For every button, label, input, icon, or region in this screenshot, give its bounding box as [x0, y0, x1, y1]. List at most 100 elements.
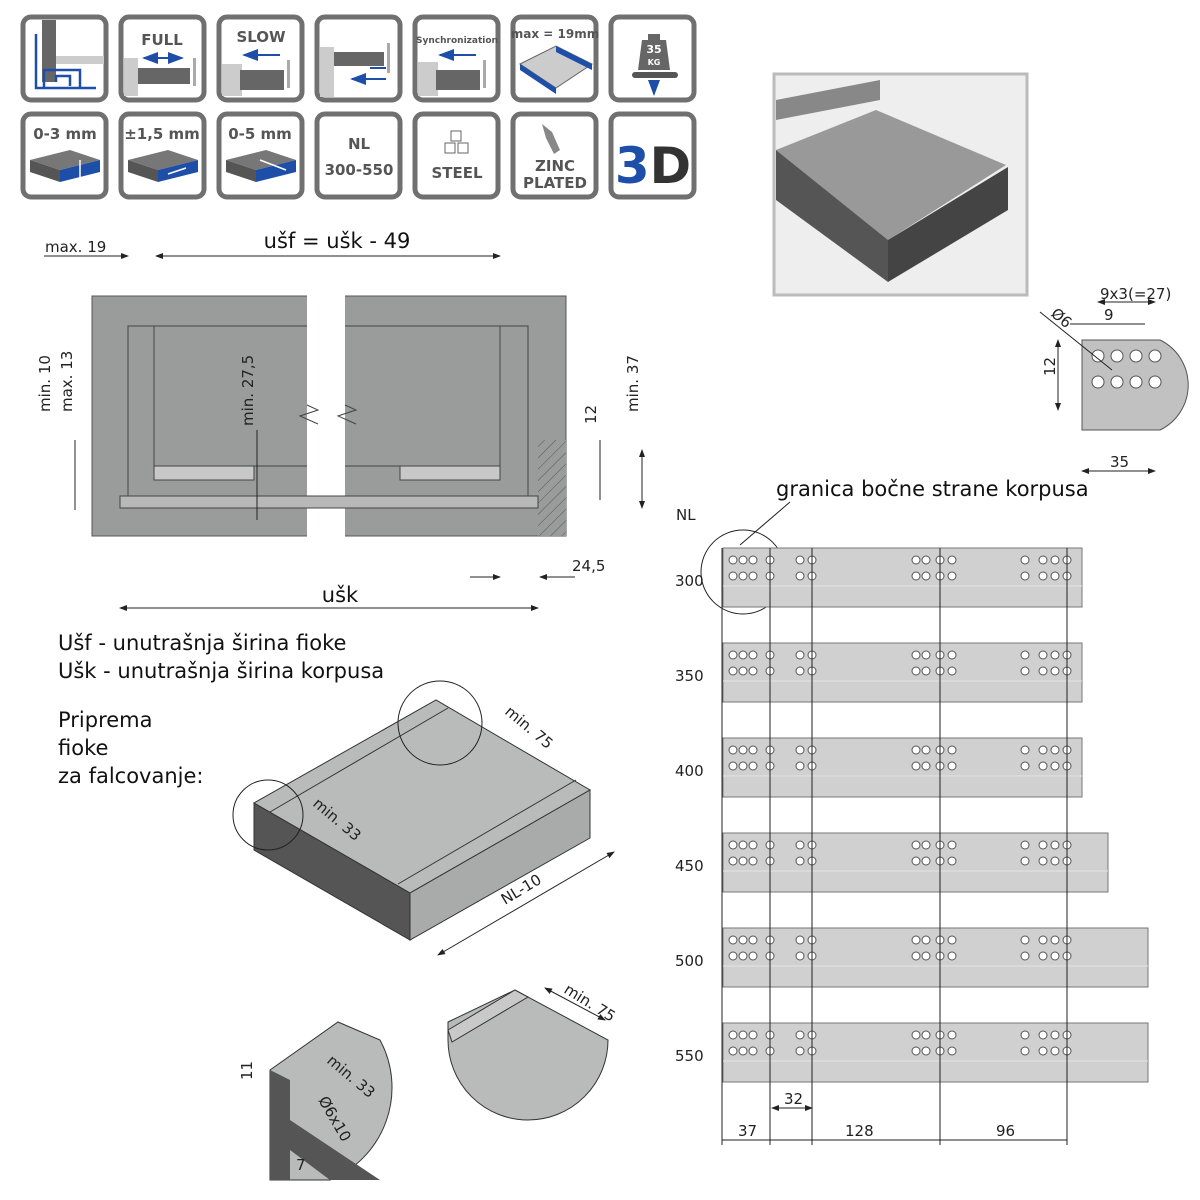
- icon-row-features: FULL SLOW Synchronization max = 19mm: [20, 14, 697, 103]
- hole-mark: [728, 1030, 738, 1040]
- hole-mark: [1038, 761, 1048, 771]
- hole-mark: [1038, 666, 1048, 676]
- prep-heading-1: Priprema: [58, 708, 153, 732]
- prep-heading-2: fioke: [58, 736, 108, 760]
- hole-mark: [1110, 375, 1124, 389]
- svg-text:SLOW: SLOW: [236, 28, 286, 46]
- svg-text:min. 27,5: min. 27,5: [239, 355, 257, 426]
- hole-mark: [1038, 1046, 1048, 1056]
- hole-mark: [748, 1030, 758, 1040]
- hole-mark: [947, 650, 957, 660]
- hole-mark: [738, 1046, 748, 1056]
- icon-row-specs: 0-3 mm ±1,5 mm 0-5 mm NL 300-550 STEEL: [20, 111, 697, 200]
- hole-mark: [728, 650, 738, 660]
- svg-text:max = 19mm: max = 19mm: [511, 27, 599, 41]
- hole-mark: [795, 1046, 805, 1056]
- detail-corner-left: min. 33 11 7 Ø6x10: [238, 1021, 393, 1181]
- cabinet-side-limit-title: granica bočne strane korpusa: [776, 477, 1089, 501]
- hole-mark: [1038, 935, 1048, 945]
- hole-mark: [748, 650, 758, 660]
- hole-mark: [1038, 856, 1048, 866]
- icon-height-adjust: 0-3 mm: [20, 111, 109, 200]
- hole-mark: [795, 951, 805, 961]
- rail-length-label: 500: [675, 952, 704, 970]
- rail-lengths-chart: granica bočne strane korpusa NL 30035040…: [675, 477, 1149, 1145]
- legend-usf: Ušf - unutrašnja širina fioke: [58, 631, 346, 655]
- hole-mark: [1038, 1030, 1048, 1040]
- hole-mark: [947, 761, 957, 771]
- hole-mark: [1050, 1030, 1060, 1040]
- hole-mark: [748, 745, 758, 755]
- hole-mark: [921, 1030, 931, 1040]
- hole-mark: [1050, 555, 1060, 565]
- hole-mark: [1091, 375, 1105, 389]
- hole-mark: [795, 650, 805, 660]
- hole-mark: [738, 571, 748, 581]
- hole-mark: [748, 951, 758, 961]
- hole-mark: [738, 951, 748, 961]
- svg-text:12: 12: [1041, 357, 1059, 376]
- hole-mark: [921, 650, 931, 660]
- icon-nominal-length: NL 300-550: [314, 111, 403, 200]
- hole-mark: [738, 555, 748, 565]
- svg-text:min. 10: min. 10: [36, 355, 54, 412]
- hole-mark: [911, 856, 921, 866]
- rail-length-label: 550: [675, 1047, 704, 1065]
- hole-mark: [728, 555, 738, 565]
- hole-mark: [911, 745, 921, 755]
- hole-mark: [1020, 666, 1030, 676]
- icon-synchronization: Synchronization: [412, 14, 501, 103]
- svg-text:9: 9: [1104, 306, 1114, 324]
- svg-text:0-3 mm: 0-3 mm: [33, 125, 97, 143]
- hole-mark: [1091, 349, 1105, 363]
- hole-mark: [911, 1030, 921, 1040]
- hole-mark: [911, 1046, 921, 1056]
- hole-mark: [795, 1030, 805, 1040]
- svg-text:min. 37: min. 37: [624, 355, 642, 412]
- hole-mark: [795, 745, 805, 755]
- hole-mark: [738, 1030, 748, 1040]
- icon-steel: STEEL: [412, 111, 501, 200]
- hole-mark: [795, 840, 805, 850]
- hole-mark: [748, 1046, 758, 1056]
- hole-mark: [911, 840, 921, 850]
- svg-text:±1,5 mm: ±1,5 mm: [124, 125, 200, 143]
- hole-mark: [921, 571, 931, 581]
- cabinet-cross-section: ušk ušf = ušk - 49 max. 19 min. 10 max. …: [36, 229, 645, 611]
- rail-length-label: 300: [675, 572, 704, 590]
- svg-text:35: 35: [1110, 453, 1129, 471]
- hole-mark: [728, 856, 738, 866]
- hole-mark: [921, 935, 931, 945]
- hole-mark: [911, 935, 921, 945]
- svg-text:STEEL: STEEL: [431, 164, 483, 182]
- rail-length-label: 350: [675, 667, 704, 685]
- svg-text:min. 75: min. 75: [561, 980, 619, 1025]
- hole-mark: [1129, 349, 1143, 363]
- icon-side-adjust: ±1,5 mm: [118, 111, 207, 200]
- svg-text:ušk: ušk: [322, 583, 359, 607]
- detail-corner-right: min. 75: [447, 980, 619, 1121]
- hole-mark: [921, 840, 931, 850]
- hole-mark: [738, 666, 748, 676]
- hole-mark: [1020, 856, 1030, 866]
- svg-text:35: 35: [646, 43, 661, 56]
- dim-96: 96: [996, 1122, 1015, 1140]
- hole-mark: [911, 666, 921, 676]
- hole-mark: [1148, 349, 1162, 363]
- hole-mark: [947, 1046, 957, 1056]
- drawer-rebate-iso: NL-10 min. 75 min. 33: [232, 680, 615, 956]
- hole-mark: [728, 840, 738, 850]
- icon-full-extension: FULL: [118, 14, 207, 103]
- hole-mark: [1020, 571, 1030, 581]
- icon-soft-close: SLOW: [216, 14, 305, 103]
- hole-mark: [1020, 650, 1030, 660]
- icon-undermount-rail: [20, 14, 109, 103]
- hole-mark: [911, 761, 921, 771]
- hole-mark: [748, 856, 758, 866]
- svg-text:9x3(=27): 9x3(=27): [1100, 285, 1171, 303]
- hole-mark: [1038, 951, 1048, 961]
- hole-mark: [1020, 555, 1030, 565]
- dim-32: 32: [784, 1090, 803, 1108]
- svg-text:FULL: FULL: [141, 31, 183, 49]
